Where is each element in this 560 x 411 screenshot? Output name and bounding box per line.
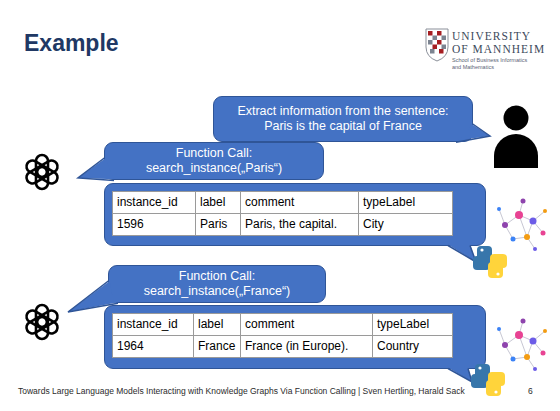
network-graph-part: [524, 354, 530, 360]
python-logo-part: [480, 248, 483, 251]
network-graph-part: [502, 222, 508, 228]
page-number: 6: [528, 386, 533, 396]
table-header-cell: comment: [240, 313, 373, 336]
person-icon: [494, 106, 538, 169]
university-crest-part: [439, 49, 444, 54]
university-name: UNIVERSITY: [452, 30, 531, 42]
openai-logo: [24, 305, 59, 339]
openai-logo: [24, 155, 59, 189]
table-header-cell: instance_id: [112, 191, 196, 214]
university-crest-part: [426, 29, 448, 61]
table-cell: France (in Europe).: [240, 335, 373, 358]
bubble-text: Function Call: search_instance(„Paris“): [135, 146, 293, 176]
network-graph-part: [543, 209, 547, 213]
openai-logo-part: [24, 158, 49, 179]
network-graph: [497, 199, 547, 252]
university-crest-part: [428, 31, 433, 36]
footer-text: Towards Large Language Models Interactin…: [18, 386, 465, 396]
network-graph-part: [530, 338, 537, 345]
bubble-text: Function Call: search_instance(„France“): [138, 269, 296, 299]
university-crest-part: [430, 49, 435, 54]
table-header-cell: label: [195, 191, 241, 214]
network-graph-part: [515, 211, 523, 219]
network-graph-part: [533, 367, 537, 371]
bubble-tail-part: [448, 369, 472, 383]
school-name: School of Business Informatics and Mathe…: [452, 57, 534, 70]
python-logo-part: [478, 366, 481, 369]
bubble-tail-part: [448, 368, 472, 383]
university-crest-part: [442, 45, 447, 50]
network-graph-part: [511, 237, 516, 242]
openai-logo-part: [24, 308, 49, 329]
network-graph-part: [530, 218, 537, 225]
table-cell: 1964: [112, 335, 194, 358]
python-logo-part: [488, 372, 505, 386]
python-logo-part: [494, 390, 497, 393]
network-graph-part: [499, 201, 545, 249]
table-cell: France: [193, 335, 241, 358]
slide-title: Example: [24, 30, 119, 57]
network-graph-part: [499, 321, 545, 369]
university-crest-part: [433, 36, 438, 41]
table-cell: City: [358, 213, 453, 236]
network-graph-part: [543, 329, 547, 333]
table-header-cell: label: [193, 313, 241, 336]
speech-bubble: Extract information from the sentence: P…: [213, 96, 473, 142]
table-cell: Country: [372, 335, 453, 358]
python-logo-part: [473, 256, 490, 270]
person-icon-part: [494, 134, 538, 168]
university-crest-part: [437, 40, 442, 45]
network-graph-part: [515, 331, 523, 339]
python-logo: [471, 364, 505, 396]
table-header-cell: typeLabel: [372, 313, 453, 336]
python-logo-part: [471, 374, 488, 388]
network-graph-part: [511, 357, 516, 362]
network-graph-part: [502, 342, 508, 348]
table-header-cell: typeLabel: [358, 191, 453, 214]
bubble-tail-part: [68, 281, 118, 312]
network-graph-part: [541, 231, 546, 236]
bubble-tail-part: [68, 281, 118, 312]
python-logo-part: [496, 272, 499, 275]
bubble-tail-part: [448, 246, 476, 263]
network-graph-part: [497, 207, 501, 211]
table-cell: Paris: [195, 213, 241, 236]
python-logo-part: [490, 254, 507, 268]
network-graph: [497, 319, 547, 372]
network-graph-part: [533, 247, 537, 251]
bubble-tail-part: [448, 245, 476, 263]
table-header-cell: instance_id: [112, 313, 194, 336]
network-graph-part: [521, 199, 526, 204]
university-crest-part: [433, 45, 438, 50]
bubble-text: Extract information from the sentence: P…: [233, 104, 453, 134]
table-cell: 1596: [112, 213, 196, 236]
python-logo: [473, 246, 507, 278]
network-graph-part: [497, 327, 501, 331]
bubble-tail: [68, 124, 490, 382]
speech-bubble: Function Call: search_instance(„Paris“): [104, 142, 324, 180]
table-header-cell: comment: [240, 191, 359, 214]
person-icon-part: [504, 106, 529, 131]
network-graph-part: [521, 319, 526, 324]
network-graph-part: [524, 234, 530, 240]
university-name: OF MANNHEIM: [452, 43, 545, 55]
network-graph-part: [541, 351, 546, 356]
university-crest-part: [428, 40, 433, 45]
university-crest-part: [437, 31, 442, 36]
table-cell: Paris, the capital.: [240, 213, 359, 236]
university-crest-part: [442, 36, 447, 41]
speech-bubble: Function Call: search_instance(„France“): [108, 265, 326, 303]
university-crest: [426, 29, 448, 61]
